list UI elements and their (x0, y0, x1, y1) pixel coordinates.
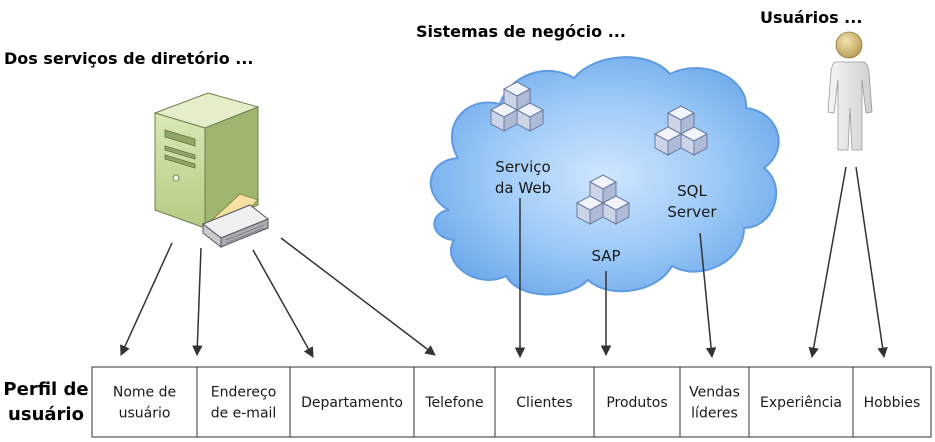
profile-field-cell (679, 366, 750, 438)
profile-field-customers: Clientes (494, 366, 595, 438)
profile-field-text: Produtos (606, 395, 667, 411)
arrow-sql-to-sales-leads (699, 232, 717, 359)
profile-field-cell (413, 366, 496, 438)
profile-field-text: Nome de (113, 385, 176, 401)
profile-field-text: de e-mail (211, 406, 277, 422)
profile-field-text: Departamento (301, 395, 403, 411)
directory-services-heading: Dos serviços de diretório ... (4, 49, 253, 68)
profile-field-products: Produtos (593, 366, 681, 438)
profile-row-label-line2: usuário (8, 404, 84, 425)
arrow-user-to-hobbies (855, 166, 888, 359)
sql-server-label-line2: Server (667, 203, 717, 221)
arrow-server-to-department (252, 249, 314, 358)
profile-field-cell (289, 366, 415, 438)
arrow-server-to-phone (280, 237, 436, 356)
profile-field-experience: Experiência (748, 366, 854, 438)
profile-field-cell (91, 366, 198, 438)
profile-field-phone: Telefone (413, 366, 496, 438)
profile-field-sales-leads: Vendas líderes (679, 366, 750, 438)
profile-field-text: líderes (691, 406, 738, 422)
profile-field-text: Vendas (689, 385, 740, 401)
profile-field-text: Clientes (516, 395, 572, 411)
users-heading: Usuários ... (760, 8, 862, 27)
profile-field-department: Departamento (289, 366, 415, 438)
arrow-server-to-email (192, 247, 203, 357)
server-icon (153, 92, 269, 249)
profile-field-cell (748, 366, 854, 438)
profile-field-email: Endereço de e-mail (196, 366, 291, 438)
web-service-label-line1: Serviço (495, 158, 550, 176)
profile-field-cell (494, 366, 595, 438)
user-profile-table: Nome de usuário Endereço de e-mail Departame… (91, 366, 932, 438)
arrow-server-to-username (120, 242, 173, 356)
profile-row-label-line1: Perfil de (3, 379, 88, 400)
sql-server-label-line1: SQL (677, 182, 707, 200)
profile-field-text: usuário (119, 406, 171, 422)
person-icon (827, 31, 873, 151)
profile-field-cell (852, 366, 932, 438)
profile-field-username: Nome de usuário (91, 366, 198, 438)
web-service-label-line2: da Web (495, 179, 551, 197)
profile-field-cell (196, 366, 291, 438)
profile-field-text: Experiência (760, 395, 842, 411)
sap-label: SAP (591, 247, 620, 265)
connector-arrows (120, 166, 888, 359)
profile-field-text: Endereço (211, 385, 277, 401)
profile-field-text: Hobbies (864, 395, 921, 411)
business-systems-heading: Sistemas de negócio ... (416, 22, 626, 41)
arrow-user-to-experience (808, 166, 847, 359)
profile-field-cell (593, 366, 681, 438)
profile-field-text: Telefone (424, 395, 483, 411)
profile-field-hobbies: Hobbies (852, 366, 932, 438)
